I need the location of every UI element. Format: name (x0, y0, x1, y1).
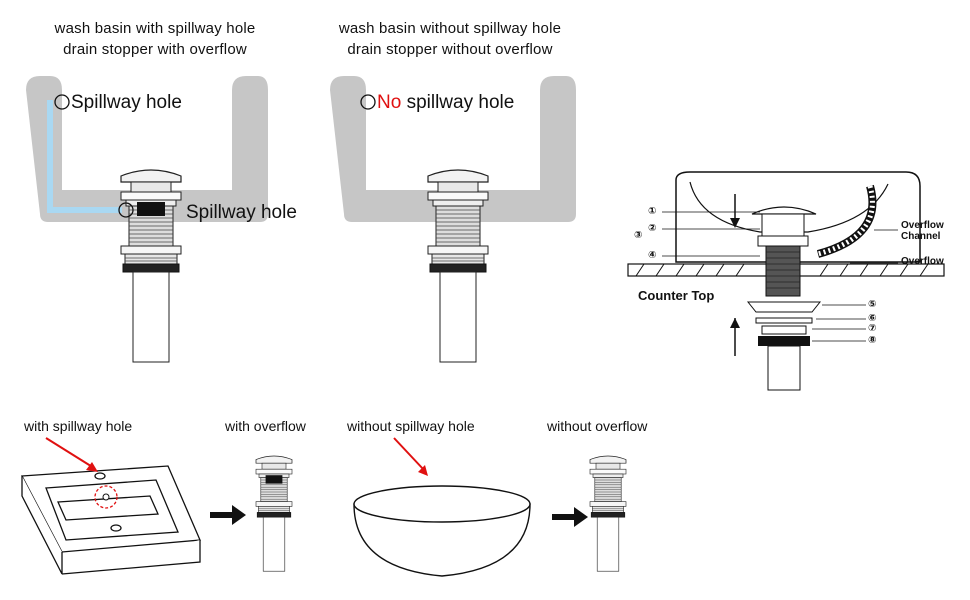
no-spillway-hole-label: No spillway hole (377, 92, 514, 114)
spillway-hole-icon (102, 493, 110, 501)
spillway-circle-icon (54, 94, 70, 110)
spillway-hole-word: spillway hole (401, 92, 515, 113)
caption-line-1: wash basin with spillway hole (54, 20, 256, 37)
overflow-channel-label: Overflow Channel (901, 220, 944, 242)
installation-diagram (627, 171, 945, 391)
no-word: No (377, 92, 402, 113)
without-spillway-hole-label: without spillway hole (347, 418, 475, 434)
overflow-label: Overflow (901, 256, 944, 267)
caption-with-spillway: wash basin with spillway hole drain stop… (20, 18, 290, 60)
part-number-1: ① (648, 206, 657, 217)
drain-stopper-with-overflow (120, 169, 182, 363)
drain-with-overflow-small (255, 455, 293, 572)
vessel-bowl (353, 485, 531, 577)
spillway-highlight-icon (94, 485, 118, 509)
rectangular-basin (20, 465, 201, 575)
red-pointer-arrow (45, 437, 98, 472)
part-number-7: ⑦ (868, 323, 877, 334)
without-overflow-label: without overflow (547, 418, 648, 434)
drain-stopper-without-overflow (427, 169, 489, 363)
caption-line-1: wash basin without spillway hole (338, 20, 562, 37)
part-number-6: ⑥ (868, 313, 877, 324)
red-pointer-arrow (393, 437, 428, 476)
part-number-2: ② (648, 223, 657, 234)
counter-top-label: Counter Top (638, 288, 715, 303)
spillway-hole-label-top: Spillway hole (71, 92, 182, 113)
part-number-3: ③ (634, 230, 643, 241)
caption-line-2: drain stopper without overflow (347, 41, 553, 58)
drain-without-overflow-small (589, 455, 627, 572)
spillway-hole-label-side: Spillway hole (186, 202, 297, 223)
part-number-8: ⑧ (868, 335, 877, 346)
with-spillway-hole-label: with spillway hole (24, 418, 133, 434)
right-arrow-icon (552, 507, 588, 527)
part-number-4: ④ (648, 250, 657, 261)
spillway-circle-icon (118, 202, 134, 218)
no-spillway-circle-icon (360, 94, 376, 110)
with-overflow-label: with overflow (225, 418, 306, 434)
caption-line-2: drain stopper with overflow (63, 41, 247, 58)
right-arrow-icon (210, 505, 246, 525)
part-number-5: ⑤ (868, 299, 877, 310)
caption-without-spillway: wash basin without spillway hole drain s… (305, 18, 595, 60)
